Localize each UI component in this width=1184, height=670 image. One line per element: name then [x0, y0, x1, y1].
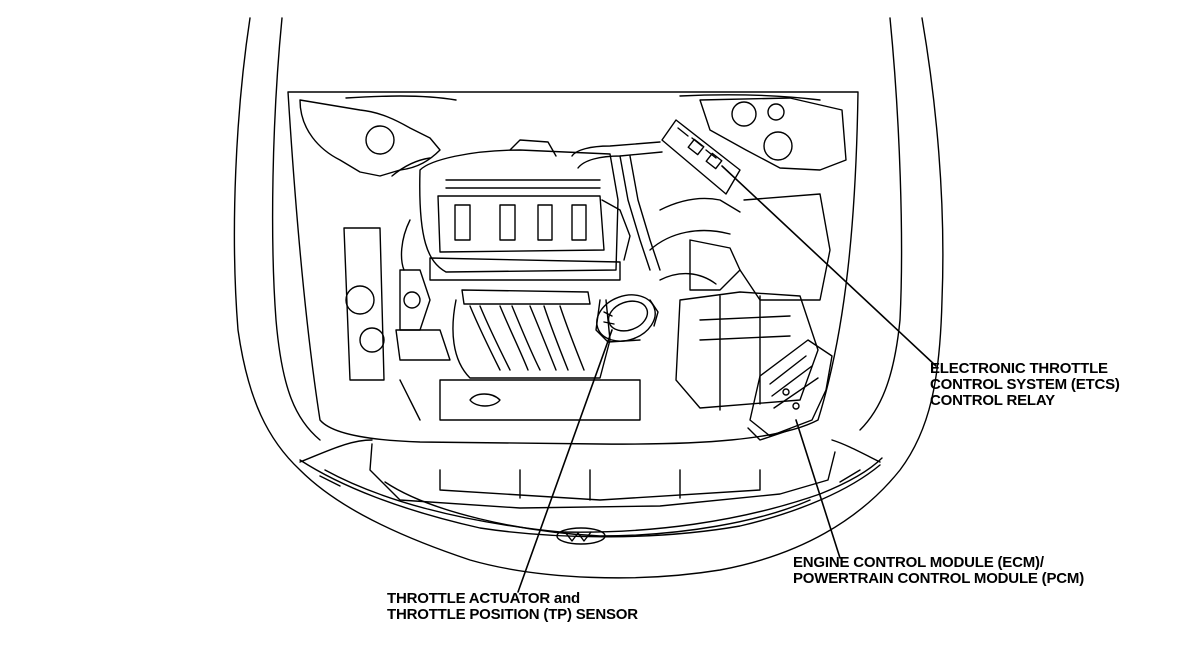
- ecm-label-line2: POWERTRAIN CONTROL MODULE (PCM): [793, 570, 1085, 587]
- throttle-leader-line: [517, 329, 613, 593]
- leader-lines: [517, 165, 937, 593]
- etcs-label-line1: ELECTRONIC THROTTLE: [930, 360, 1108, 377]
- etcs-leader-line: [721, 165, 937, 367]
- etcs-label-line3: CONTROL RELAY: [930, 392, 1055, 409]
- vehicle-body-outline: [233, 17, 944, 579]
- throttle-label-line2: THROTTLE POSITION (TP) SENSOR: [387, 606, 638, 623]
- engine-block: [391, 139, 641, 421]
- throttle-body-component: [595, 294, 659, 343]
- battery-box: [675, 291, 819, 411]
- ecm-leader-line: [795, 419, 841, 559]
- etcs-label-line2: CONTROL SYSTEM (ETCS): [930, 376, 1120, 393]
- strut-towers: [299, 94, 847, 381]
- ecm-pcm-label: ENGINE CONTROL MODULE (ECM)/ POWERTRAIN …: [793, 555, 1084, 587]
- ecm-label-line1: ENGINE CONTROL MODULE (ECM)/: [793, 554, 1044, 571]
- etcs-relay-component: [661, 119, 741, 195]
- throttle-label-line1: THROTTLE ACTUATOR and: [387, 590, 581, 607]
- throttle-sensor-label: THROTTLE ACTUATOR and THROTTLE POSITION …: [387, 591, 638, 623]
- etcs-relay-label: ELECTRONIC THROTTLE CONTROL SYSTEM (ETCS…: [930, 361, 1120, 409]
- hoses: [571, 141, 831, 301]
- ecm-pcm-component: [747, 339, 833, 441]
